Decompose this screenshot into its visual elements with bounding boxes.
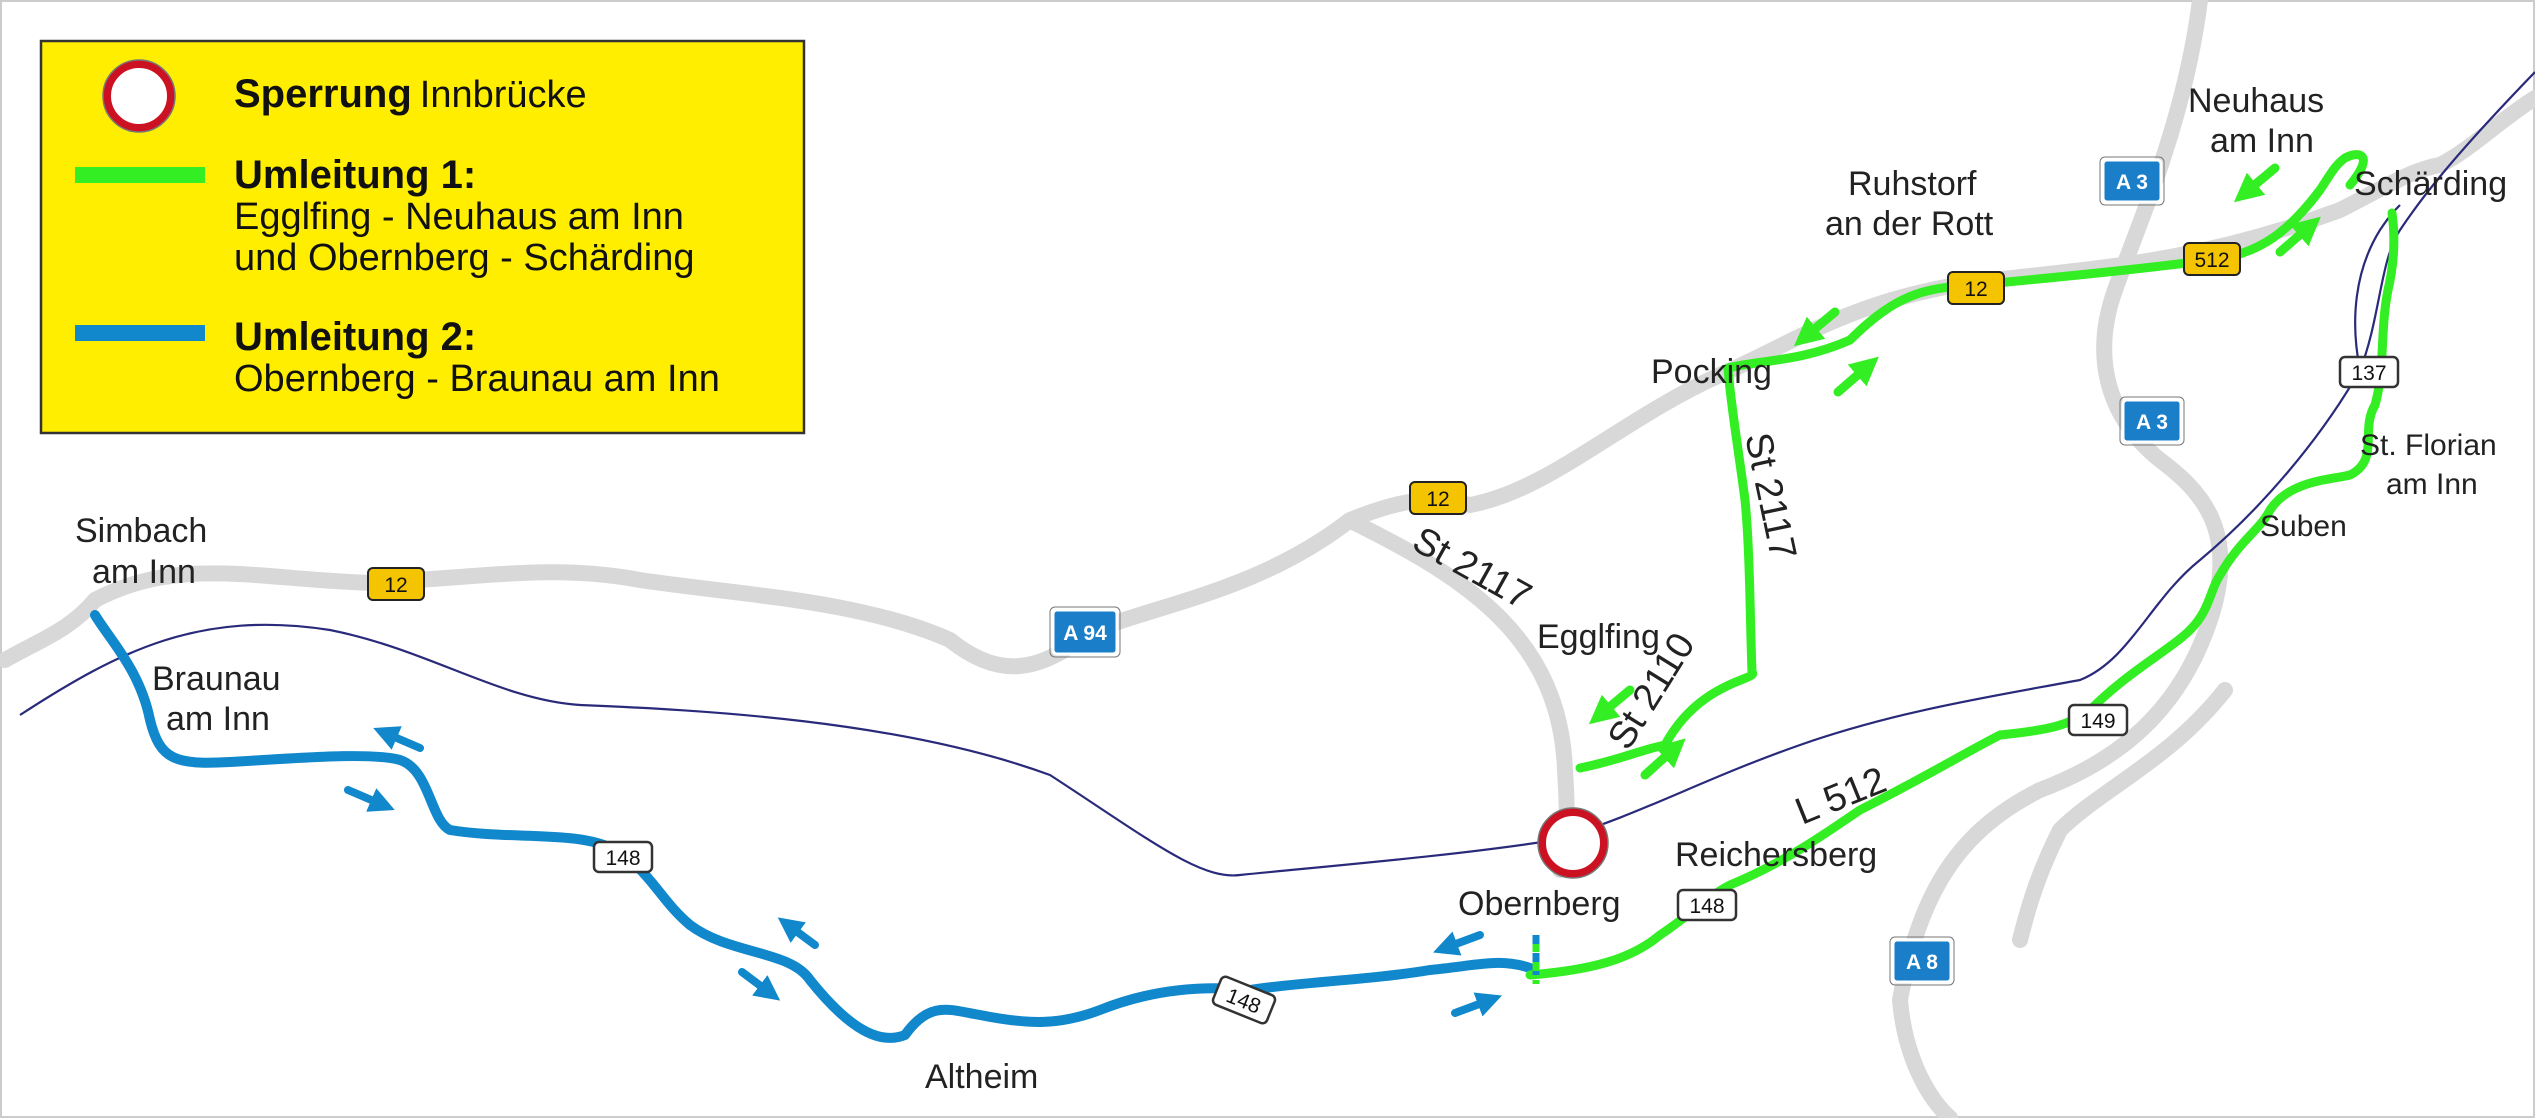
detour1-arrows: [1588, 163, 2321, 780]
detour1-route-north: [1575, 150, 2368, 773]
place-altheim: Altheim: [925, 1058, 1038, 1096]
direction-arrow-icon: [1833, 356, 1879, 397]
svg-text:149: 149: [2080, 710, 2115, 733]
shield-148: 148: [592, 840, 654, 874]
legend-detour1-line1: Egglfing - Neuhaus am Inn: [234, 196, 684, 238]
legend-detour2-line1: Obernberg - Braunau am Inn: [234, 358, 720, 400]
legend-closure-icon: [102, 59, 176, 133]
shield-b512: 512: [2183, 242, 2241, 276]
svg-text:A 94: A 94: [1063, 622, 1107, 645]
direction-arrow-icon: [2275, 216, 2321, 257]
place-simbach-2: am Inn: [92, 553, 196, 591]
direction-arrow-icon: [1793, 307, 1840, 347]
place-braunau: Braunau: [152, 660, 281, 698]
shield-a8: A 8: [1889, 936, 1955, 986]
shield-149: 149: [2067, 703, 2129, 737]
place-pocking: Pocking: [1651, 353, 1772, 391]
place-neuhaus-2: am Inn: [2210, 122, 2314, 160]
direction-arrow-icon: [1451, 992, 1502, 1017]
detour1-routes: [1525, 150, 2399, 980]
direction-arrow-icon: [2233, 163, 2280, 203]
place-reichersberg: Reichersberg: [1675, 836, 1877, 874]
road-a8: [2012, 682, 2233, 948]
shield-137: 137: [2338, 355, 2400, 389]
place-labels: Simbach am Inn Braunau am Inn Altheim Ob…: [75, 82, 2507, 1096]
shield-a94: A 94: [1049, 606, 1121, 658]
direction-arrow-icon: [344, 786, 395, 812]
place-suben: Suben: [2260, 510, 2347, 543]
legend-detour1-title: Umleitung 1:: [234, 153, 476, 197]
place-schaerding: Schärding: [2354, 165, 2507, 203]
place-st-florian-2: am Inn: [2386, 468, 2478, 501]
svg-text:12: 12: [1964, 278, 1987, 301]
detour2-arrows: [344, 726, 1502, 1017]
place-st-florian: St. Florian: [2360, 429, 2497, 462]
shield-b12: 12: [367, 567, 425, 601]
place-egglfing: Egglfing: [1537, 618, 1660, 656]
legend-detour1-line2: und Obernberg - Schärding: [234, 237, 695, 279]
place-neuhaus: Neuhaus: [2188, 82, 2324, 120]
direction-arrow-icon: [1588, 685, 1635, 725]
place-ruhstorf-2: an der Rott: [1825, 205, 1994, 243]
direction-arrow-icon: [777, 917, 819, 949]
shield-a3: A 3: [2099, 156, 2165, 206]
legend-detour2-title: Umleitung 2:: [234, 315, 476, 359]
detour1-route-south: [1525, 208, 2399, 980]
direction-arrow-icon: [373, 726, 424, 752]
road-shields: 12 12 12 512 A 94 A 3 A 3: [367, 156, 2400, 1025]
svg-text:137: 137: [2351, 362, 2386, 385]
shield-148: 148: [1676, 888, 1738, 922]
direction-arrow-icon: [1640, 738, 1686, 780]
svg-text:12: 12: [1426, 488, 1449, 511]
closure-icon: [1537, 807, 1609, 879]
place-braunau-2: am Inn: [166, 700, 270, 738]
svg-text:512: 512: [2194, 249, 2229, 272]
direction-arrow-icon: [1433, 931, 1484, 956]
shield-b12: 12: [1409, 481, 1467, 515]
shield-b12: 12: [1947, 271, 2005, 305]
svg-text:A 8: A 8: [1906, 951, 1938, 974]
svg-text:A 3: A 3: [2116, 171, 2148, 194]
svg-text:A 3: A 3: [2136, 411, 2168, 434]
place-ruhstorf: Ruhstorf: [1848, 165, 1977, 203]
direction-arrow-icon: [738, 968, 781, 1001]
shield-a3: A 3: [2119, 396, 2185, 446]
place-simbach: Simbach: [75, 512, 207, 550]
svg-text:148: 148: [605, 847, 640, 870]
place-obernberg: Obernberg: [1458, 885, 1621, 923]
svg-text:148: 148: [1689, 895, 1724, 918]
svg-text:12: 12: [384, 574, 407, 597]
shield-148: 148: [1211, 975, 1277, 1025]
